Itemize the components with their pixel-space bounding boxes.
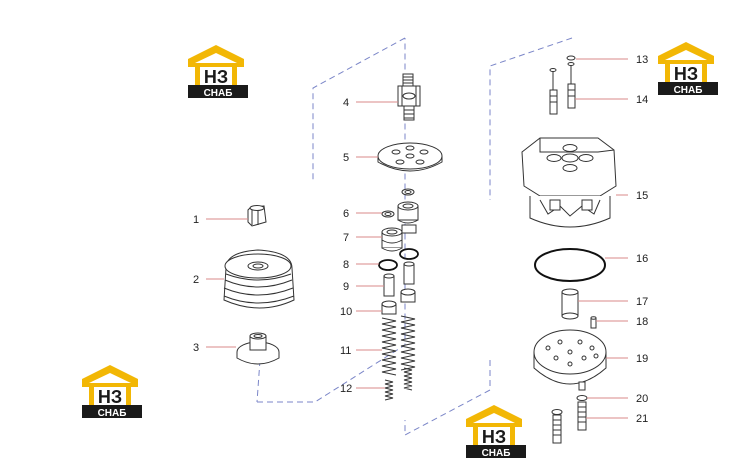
part-12-small-springs [384, 367, 413, 401]
part-number-labels: 1 2 3 4 5 6 7 8 9 10 11 12 13 14 15 16 1… [193, 54, 648, 425]
part-16-o-ring [534, 248, 606, 282]
label-part-17: 17 [636, 296, 648, 308]
part-18-pin [590, 316, 597, 329]
label-part-21: 21 [636, 413, 648, 425]
label-part-12: 12 [340, 383, 352, 395]
logo-caption: СНАБ [482, 448, 511, 459]
label-part-20: 20 [636, 393, 648, 405]
label-part-7: 7 [343, 232, 349, 244]
logo-letters: НЗ [204, 67, 228, 87]
label-part-16: 16 [636, 253, 648, 265]
part-1-hex-nut [247, 205, 267, 227]
label-part-9: 9 [343, 281, 349, 293]
part-6-washer [381, 201, 419, 224]
small-washer [401, 188, 415, 196]
dashed-frame-left [256, 37, 406, 403]
leader-lines [206, 58, 628, 419]
logo-watermark-top-left: НЗ СНАБ [188, 45, 248, 99]
logo-caption: СНАБ [98, 408, 127, 419]
logo-letters: НЗ [674, 64, 698, 84]
label-part-8: 8 [343, 259, 349, 271]
label-part-15: 15 [636, 190, 648, 202]
logo-watermark-bottom-left: НЗ СНАБ [82, 365, 142, 419]
logo-caption: СНАБ [204, 88, 233, 99]
logo-caption: СНАБ [674, 85, 703, 96]
part-7-valve-body [381, 224, 417, 252]
part-19-base-plate [533, 329, 607, 385]
part-15-body [521, 137, 617, 228]
label-part-1: 1 [193, 214, 199, 226]
part-4-fitting [397, 73, 421, 121]
label-part-10: 10 [340, 306, 352, 318]
part-8-o-rings [378, 248, 419, 271]
logo-watermark-bottom-center: НЗ СНАБ [466, 405, 526, 459]
label-part-19: 19 [636, 353, 648, 365]
label-part-14: 14 [636, 94, 648, 106]
part-10-spring-seats [381, 288, 416, 315]
part-17-sleeve [561, 288, 579, 320]
logo-letters: НЗ [98, 387, 122, 407]
part-21-bolts [552, 401, 587, 444]
label-part-2: 2 [193, 274, 199, 286]
part-14-pushrods [549, 62, 576, 115]
label-part-11: 11 [340, 345, 351, 357]
label-part-13: 13 [636, 54, 648, 66]
part-9-pins [383, 261, 415, 297]
dashed-frame-right [404, 37, 573, 436]
logo-letters: НЗ [482, 427, 506, 447]
part-3-flange [236, 332, 280, 365]
label-part-6: 6 [343, 208, 349, 220]
label-part-5: 5 [343, 152, 349, 164]
part-13-ring [566, 55, 576, 61]
label-part-3: 3 [193, 342, 199, 354]
label-part-4: 4 [343, 97, 349, 109]
part-11-springs [381, 315, 416, 376]
part-2-cover [223, 249, 295, 309]
part-5-plate [377, 142, 443, 172]
label-part-18: 18 [636, 316, 648, 328]
logo-watermark-top-right: НЗ СНАБ [658, 42, 718, 96]
